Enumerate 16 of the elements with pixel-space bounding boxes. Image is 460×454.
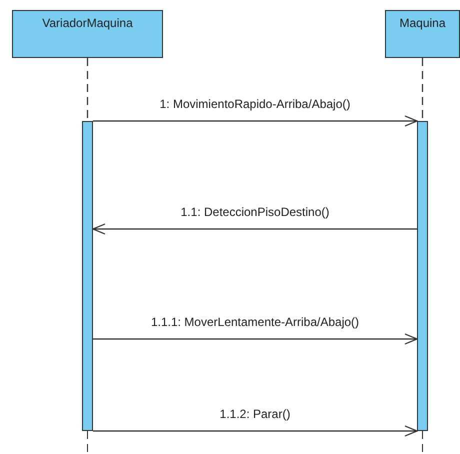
message-label: 1: MovimientoRapido-Arriba/Abajo() (158, 97, 352, 111)
lifeline-name: VariadorMaquina (42, 16, 133, 30)
message-label: 1.1: DeteccionPisoDestino() (178, 205, 332, 219)
message-arrow (93, 115, 418, 127)
lifeline (422, 58, 424, 121)
message-arrow (93, 333, 418, 345)
message-label: 1.1.2: Parar() (218, 407, 292, 421)
message-arrow (92, 223, 417, 235)
lifeline-head-box (12, 10, 163, 58)
lifeline-name: Maquina (399, 16, 446, 30)
activation-bar (417, 121, 428, 431)
activation-bar (82, 121, 93, 431)
message-label: 1.1.1: MoverLentamente-Arriba/Abajo() (148, 315, 362, 329)
message-arrow (93, 425, 418, 437)
lifeline (86, 58, 88, 121)
lifeline-head-box (385, 10, 460, 58)
